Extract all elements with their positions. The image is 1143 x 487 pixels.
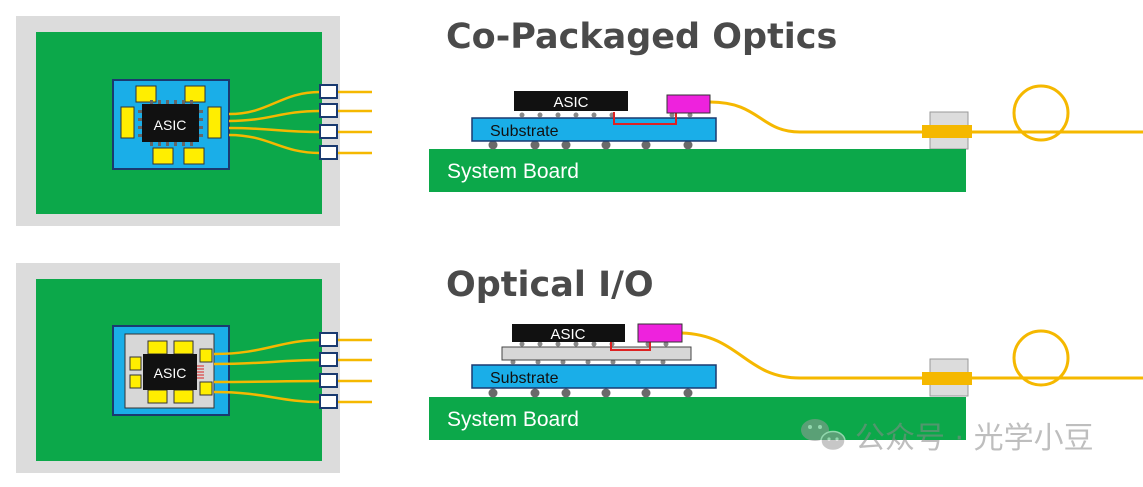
asic-chip xyxy=(142,104,199,142)
wechat-icon xyxy=(801,419,846,452)
interposer-bumps xyxy=(510,359,666,365)
asic-die xyxy=(512,324,625,342)
cpo-title: Co-Packaged Optics xyxy=(446,17,837,57)
system-board xyxy=(429,149,966,192)
fiber-loop xyxy=(1012,84,1070,142)
optical-engines xyxy=(120,85,222,165)
fiber-ferrule xyxy=(922,125,972,138)
electrical-trace xyxy=(610,342,651,351)
substrate-label: Substrate xyxy=(490,370,559,387)
asic-die xyxy=(514,91,628,111)
watermark: 公众号 · 光学小豆 xyxy=(801,419,1094,456)
optical-fiber xyxy=(681,331,1143,380)
oio-title: Optical I/O xyxy=(446,265,654,305)
asic-pins xyxy=(138,100,203,146)
asic-label: ASIC xyxy=(553,94,588,111)
fiber-bundle xyxy=(213,338,372,404)
system-board-label: System Board xyxy=(447,160,579,183)
cpo-top-view: ASIC xyxy=(16,16,372,226)
oio-top-view: ASIC xyxy=(16,263,372,473)
asic-chip xyxy=(143,354,197,390)
optical-connectors xyxy=(319,332,338,409)
fiber-loop xyxy=(1012,329,1070,387)
micro-bumps xyxy=(519,112,693,118)
interposer xyxy=(501,346,692,361)
oio-cross-section: System Board Substrate ASIC xyxy=(429,323,1143,440)
asic-label: ASIC xyxy=(550,326,585,343)
asic-label: ASIC xyxy=(154,117,187,133)
die-links xyxy=(197,365,204,379)
asic-label: ASIC xyxy=(154,365,187,381)
optical-engine xyxy=(666,94,711,114)
solder-balls xyxy=(488,140,693,150)
substrate-label: Substrate xyxy=(490,123,559,140)
optical-fiber xyxy=(709,100,1143,134)
optical-connectors xyxy=(319,84,338,160)
optical-chiplet xyxy=(637,323,683,343)
cpo-cross-section: System Board Substrate ASIC xyxy=(429,84,1143,192)
fiber-ferrule xyxy=(922,372,972,385)
system-board xyxy=(429,397,966,440)
system-board-label: System Board xyxy=(447,408,579,431)
electrical-trace xyxy=(613,112,677,125)
substrate xyxy=(471,364,717,389)
watermark-text: 公众号 · 光学小豆 xyxy=(855,421,1094,456)
fiber-bundle xyxy=(228,90,372,155)
solder-balls xyxy=(488,388,693,398)
optical-chiplets xyxy=(129,340,213,404)
